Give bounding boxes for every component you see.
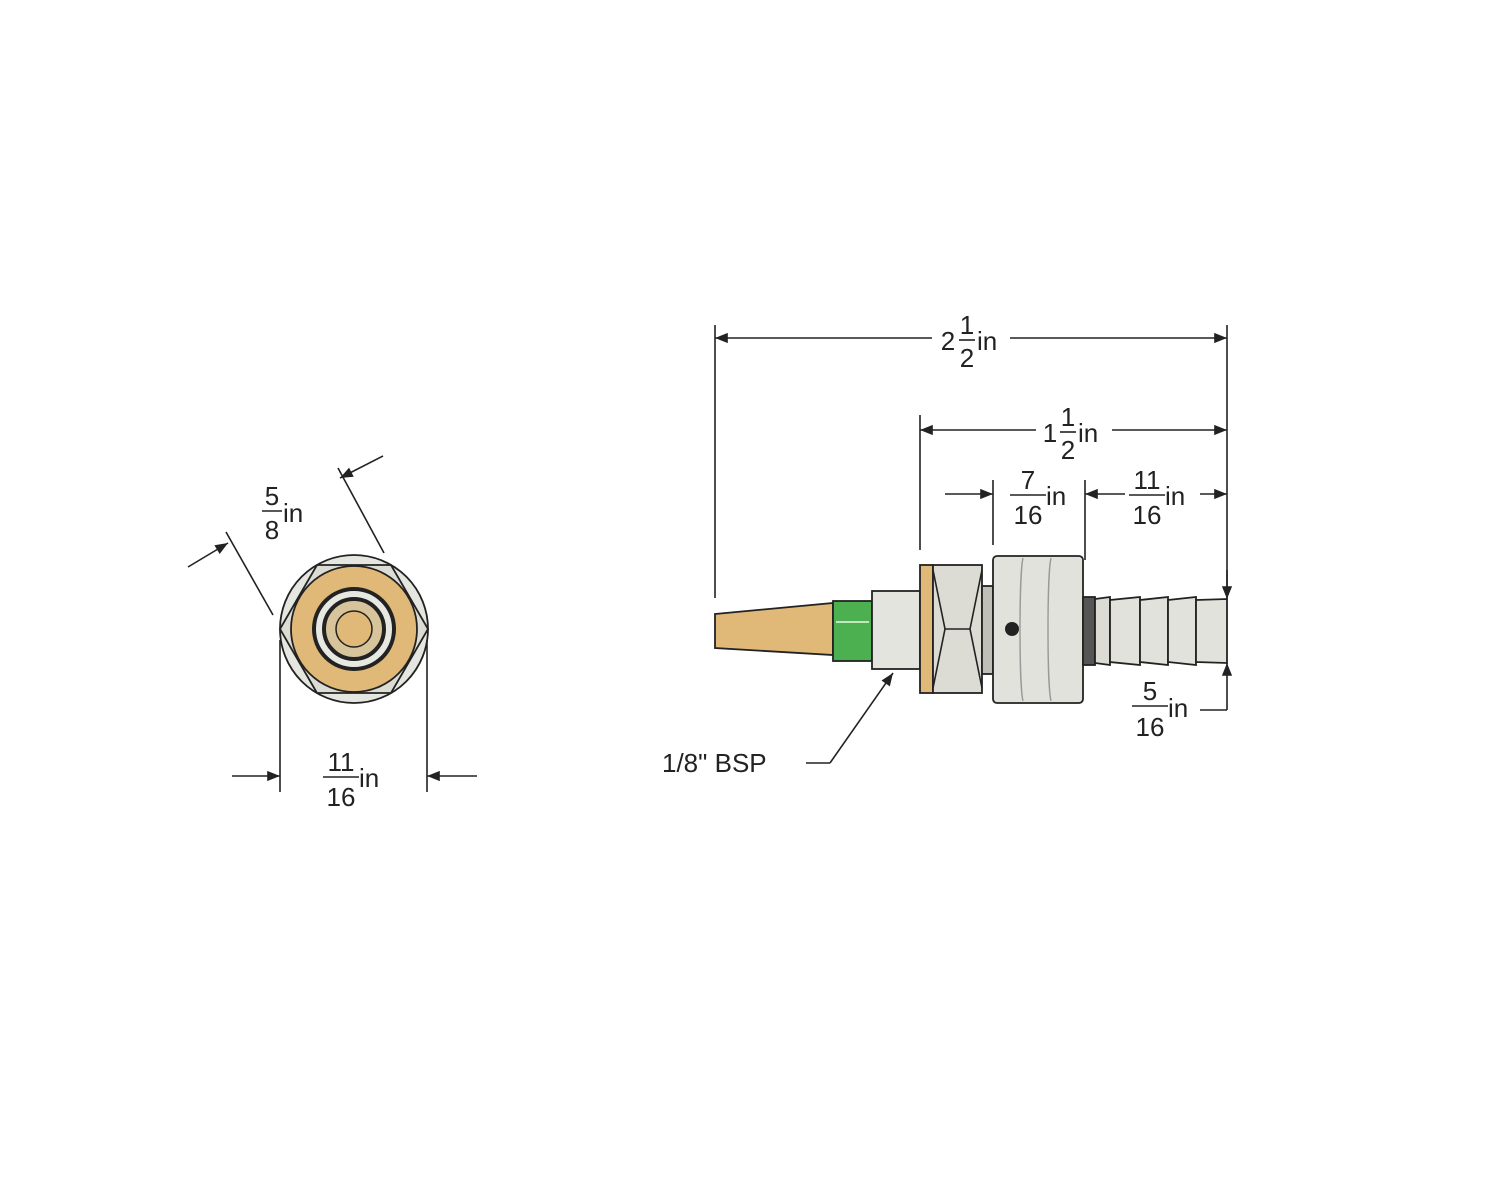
dim-unit: in [359,763,379,793]
dim-numerator: 7 [1021,465,1035,495]
dimension-coupler-length: 7 16 in [945,465,1066,545]
dim-unit: in [1046,481,1066,511]
dim-denominator: 16 [1133,500,1162,530]
dim-denominator: 8 [265,515,279,545]
dim-whole: 2 [941,326,955,356]
brass-washer [919,564,934,694]
dim-unit: in [283,498,303,528]
dim-numerator: 11 [1134,465,1161,495]
threaded-body [871,590,921,670]
dim-denominator: 16 [1014,500,1043,530]
thread-callout-label: 1/8" BSP [662,748,767,778]
set-screw-hole [1005,622,1019,636]
dimension-barb-diameter: 5 16 in [1132,570,1233,742]
dim-numerator: 5 [265,481,279,511]
side-view [714,555,1228,704]
dim-numerator: 5 [1143,676,1157,706]
dim-unit: in [1165,481,1185,511]
end-view [278,554,430,704]
dimension-barb-length: 11 16 in [1084,465,1227,560]
hose-barb [1094,595,1228,667]
dimension-overall-length: 2 1 2 in [714,310,1228,598]
dim-numerator: 11 [328,747,355,777]
dim-denominator: 16 [327,782,356,812]
thread-callout: 1/8" BSP [662,672,894,778]
brass-tip [714,602,834,656]
dim-unit: in [977,326,997,356]
dim-numerator: 1 [960,310,974,340]
dim-denominator: 2 [960,343,974,373]
dim-denominator: 2 [1061,435,1075,465]
dimension-across-corners: 11 16 in [232,640,477,812]
dim-whole: 1 [1043,418,1057,448]
green-band [832,600,873,662]
dimension-across-flats: 5 8 in [187,455,385,616]
dim-numerator: 1 [1061,402,1075,432]
dim-unit: in [1078,418,1098,448]
dimension-body-length: 1 1 2 in [919,402,1227,550]
dim-denominator: 16 [1136,712,1165,742]
dim-unit: in [1168,693,1188,723]
